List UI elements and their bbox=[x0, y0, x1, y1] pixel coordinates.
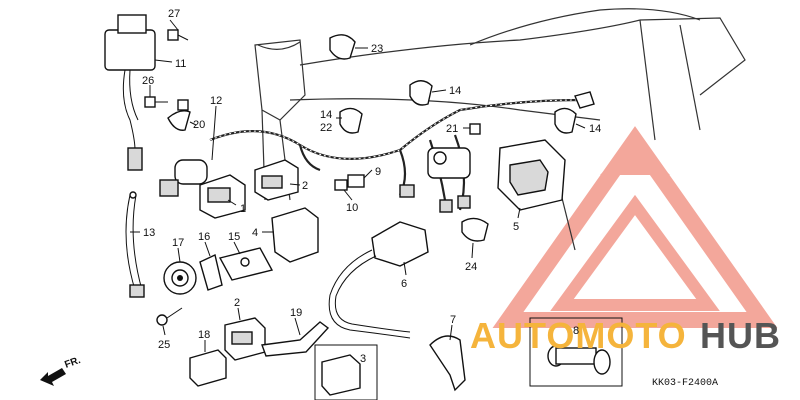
part-12-harness-connector-icon bbox=[159, 159, 208, 197]
callout-2-upper: 2 bbox=[302, 180, 308, 192]
front-direction-arrow-icon: FR. bbox=[40, 355, 82, 386]
part-5-rubber-mount-icon bbox=[497, 139, 566, 211]
part-27-bolt-icon bbox=[167, 29, 189, 41]
callout-5: 5 bbox=[513, 221, 519, 233]
callout-6: 6 bbox=[401, 278, 407, 290]
part-16-bracket-icon bbox=[199, 254, 223, 291]
callout-27: 27 bbox=[168, 8, 180, 20]
part-1-relay-icon bbox=[199, 174, 246, 219]
svg-text:FR.: FR. bbox=[63, 355, 82, 371]
starter-relay-cluster-icon bbox=[399, 147, 471, 213]
part-9-connector-icon bbox=[347, 174, 365, 188]
callout-15: 15 bbox=[228, 231, 240, 243]
svg-text:HUB: HUB bbox=[700, 315, 781, 356]
part-6-ignition-coil-icon bbox=[328, 221, 429, 339]
callout-17: 17 bbox=[172, 237, 184, 249]
part-20-clamp-icon bbox=[167, 99, 191, 131]
callout-12: 12 bbox=[210, 95, 222, 107]
part-26-bolt-icon bbox=[144, 96, 168, 108]
part-14-clamp-a-icon bbox=[409, 80, 433, 106]
callout-14-b: 14 bbox=[320, 109, 332, 121]
part-11-cdi-unit-icon bbox=[104, 14, 156, 171]
callout-8: 8 bbox=[573, 325, 579, 337]
part-13-sub-harness-icon bbox=[125, 191, 145, 298]
callout-14-c: 14 bbox=[589, 123, 601, 135]
callout-1: 1 bbox=[240, 203, 246, 215]
callout-labels: 27 11 26 20 12 13 1 2 4 17 16 15 25 2 18… bbox=[142, 8, 601, 365]
callout-11: 11 bbox=[175, 58, 186, 70]
part-8-inset-box bbox=[529, 317, 623, 387]
watermark-logo-icon bbox=[492, 126, 778, 328]
callout-24: 24 bbox=[465, 261, 477, 273]
callout-13: 13 bbox=[143, 227, 155, 239]
svg-text:AUTOMOTO: AUTOMOTO bbox=[470, 315, 687, 356]
callout-7: 7 bbox=[450, 314, 456, 326]
callout-20: 20 bbox=[193, 119, 205, 131]
callout-4: 4 bbox=[252, 227, 258, 239]
part-19-bracket-icon bbox=[261, 321, 330, 357]
part-24-clamp-icon bbox=[461, 217, 489, 242]
part-15-bracket-icon bbox=[218, 247, 274, 281]
watermark-wordmark: AUTOMOTO HUB bbox=[470, 315, 781, 356]
part-23-clamp-icon bbox=[329, 34, 356, 60]
part-21-bolt-icon bbox=[469, 123, 481, 135]
part-10-connector-icon bbox=[334, 179, 348, 191]
callout-25: 25 bbox=[158, 339, 170, 351]
drawing-code: KK03-F2400A bbox=[652, 378, 718, 389]
callout-3: 3 bbox=[360, 353, 366, 365]
callout-2-lower: 2 bbox=[234, 297, 240, 309]
leader-lines bbox=[130, 19, 586, 352]
part-18-unit-icon bbox=[189, 349, 227, 387]
part-7-plug-cap-icon bbox=[429, 335, 466, 392]
callout-22: 22 bbox=[320, 122, 332, 134]
callout-19: 19 bbox=[290, 307, 302, 319]
part-25-bolt-icon bbox=[156, 307, 183, 326]
callout-9: 9 bbox=[375, 166, 381, 178]
callout-26: 26 bbox=[142, 75, 154, 87]
part-2-upper-relay-icon bbox=[254, 159, 299, 201]
callout-16: 16 bbox=[198, 231, 210, 243]
part-3-inset-box bbox=[314, 344, 378, 400]
callout-10: 10 bbox=[346, 202, 358, 214]
callout-23: 23 bbox=[371, 43, 383, 55]
part-4-cover-icon bbox=[271, 207, 319, 263]
callout-18: 18 bbox=[198, 329, 210, 341]
callout-21: 21 bbox=[446, 123, 458, 135]
part-17-horn-icon bbox=[163, 261, 197, 295]
part-14-clamp-c-icon bbox=[554, 91, 595, 134]
part-2-lower-relay-icon bbox=[224, 317, 266, 361]
callout-14-a: 14 bbox=[449, 85, 461, 97]
part-14-clamp-b-icon bbox=[339, 107, 363, 134]
